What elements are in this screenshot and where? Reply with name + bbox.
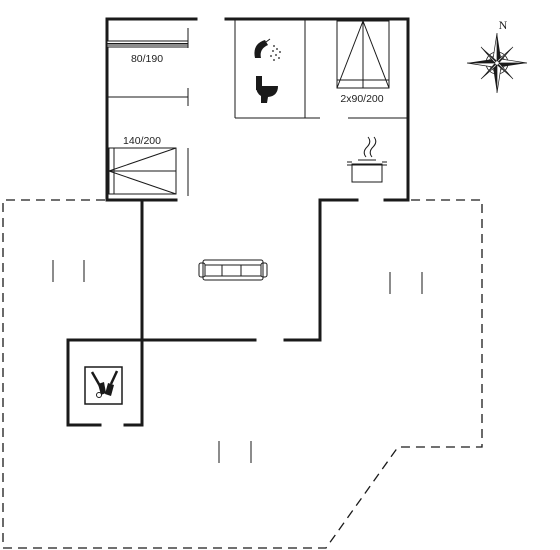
bed-size-label-2x90-200: 2x90/200 (340, 93, 383, 105)
twin-beds (336, 20, 390, 89)
toilet-icon (256, 76, 278, 103)
window-marks (52, 260, 423, 463)
bed-size-label-80-190: 80/190 (131, 53, 163, 65)
double-bed (108, 147, 177, 195)
compass-rose-icon (466, 32, 528, 94)
cooking-pot-icon (347, 136, 387, 183)
inner-walls (66, 198, 322, 427)
bed-size-label-140-200: 140/200 (123, 135, 161, 147)
terrace-outline (2, 199, 483, 549)
sofa-icon (198, 259, 268, 281)
compass-north-label: N (499, 18, 508, 32)
single-bed (106, 40, 189, 48)
shower-icon (254, 38, 281, 61)
bbq-tools-icon (84, 366, 123, 405)
